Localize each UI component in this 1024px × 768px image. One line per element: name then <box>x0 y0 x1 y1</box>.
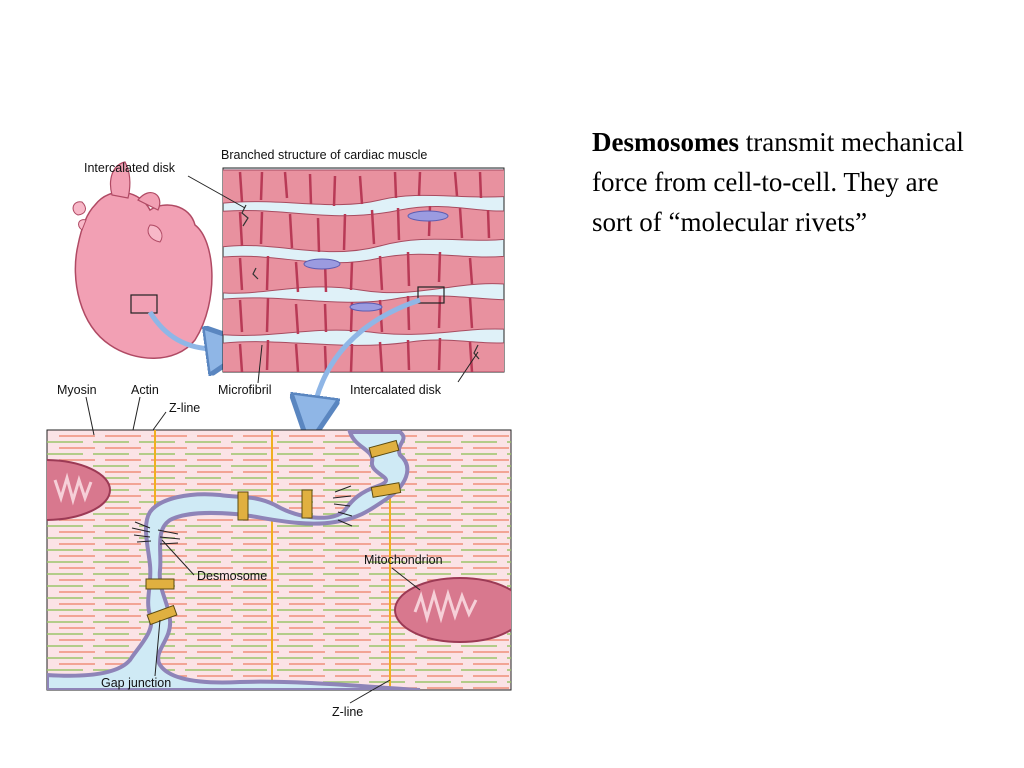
gap-junction-label: Gap junction <box>101 676 171 690</box>
intercalated-disk-label-bottom: Intercalated disk <box>350 383 442 397</box>
branched-muscle-panel <box>215 168 515 372</box>
desmosome-label: Desmosome <box>197 569 267 583</box>
myosin-label: Myosin <box>57 383 97 397</box>
branched-structure-label: Branched structure of cardiac muscle <box>221 148 427 162</box>
desmosome-description: Desmosomes transmit mechanical force fro… <box>592 122 972 242</box>
actin-label: Actin <box>131 383 159 397</box>
intercalated-disk-label-top: Intercalated disk <box>84 161 176 175</box>
detail-panel <box>0 430 543 690</box>
mitochondrion-label: Mitochondrion <box>364 553 443 567</box>
z-line-label-top: Z-line <box>169 401 200 415</box>
description-bold-term: Desmosomes <box>592 127 739 157</box>
z-line-label-bottom: Z-line <box>332 705 363 719</box>
heart-illustration <box>73 162 212 358</box>
microfibril-label: Microfibril <box>218 383 271 397</box>
